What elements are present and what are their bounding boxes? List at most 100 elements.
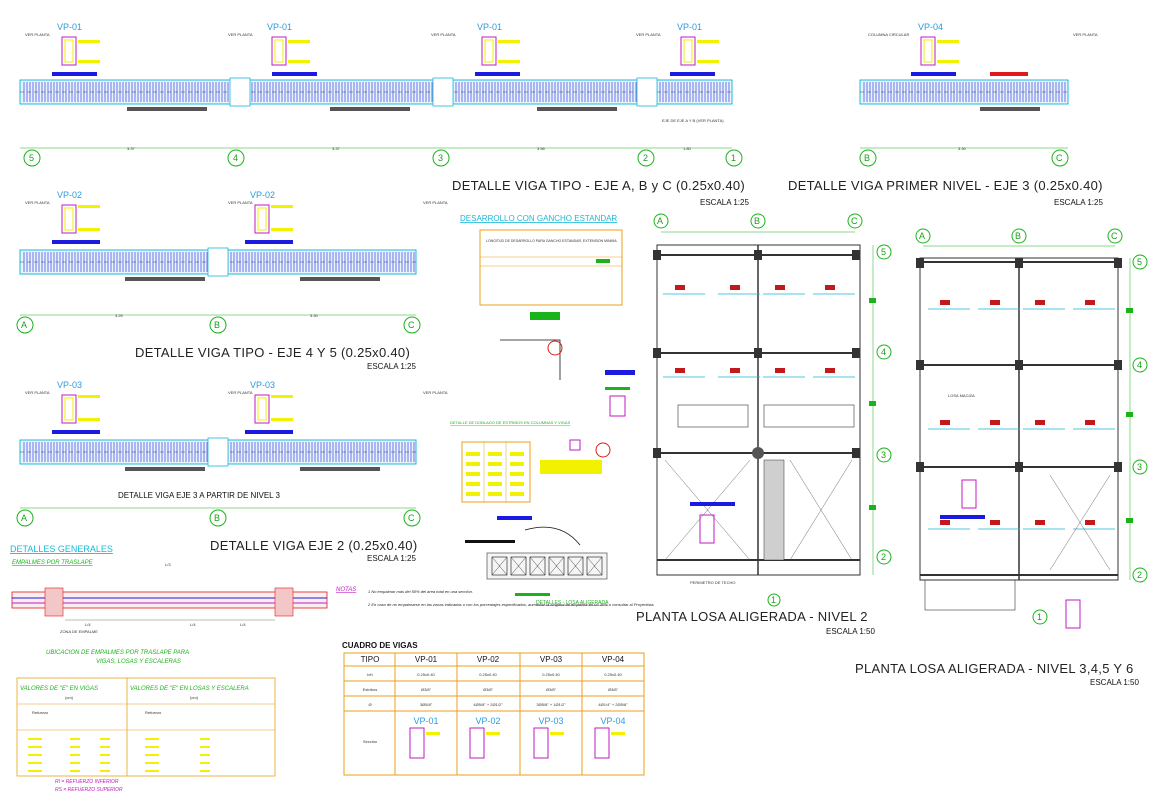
scale-2: ESCALA 1:25 [1054,198,1103,207]
grid-b-2: B [214,513,220,523]
dim-7: 3.30 [310,313,319,318]
valores-vigas: VALORES DE "E" EN VIGAS [20,686,98,692]
columna-circular: COLUMNA CIRCULAR [868,32,909,37]
grid-b-1: B [214,320,220,330]
scale-5: ESCALA 1:50 [826,627,875,636]
cuadro-cell: 0.25x0.40 [604,672,622,677]
pn2-5: 5 [881,247,886,257]
grid-a-1: A [21,320,27,330]
cuadro-cell: Sección [363,739,377,744]
cuadro-cell: VP-01 [413,716,438,726]
cuadro-header: VP-01 [415,655,438,664]
cuadro-cell: VP-04 [600,716,625,726]
e-values-rows [28,738,210,772]
l4-a: L/4 [85,622,91,627]
cuadro-cell: 3Ø5/8" [420,702,433,707]
ver-planta-11: VER PLANTA [423,390,448,395]
rs-legend: RS = REFUERZO SUPERIOR [55,787,123,793]
cuadro-cell: 4Ø5/8" + 2Ø1/2" [473,702,503,707]
doblado-title: DETALLE DE DOBLADO DE ESTRIBOS EN COLUMN… [450,420,571,425]
desarrollo-title: DESARROLLO CON GANCHO ESTANDAR [460,214,617,223]
refuerzo-1: Refuerzo [32,710,49,715]
detalles-generales-title: DETALLES GENERALES [10,544,113,554]
cuadro-header: VP-02 [477,655,500,664]
pn3-a: A [919,231,925,241]
ver-planta-4: VER PLANTA [636,32,661,37]
refuerzo-2: Refuerzo [145,710,162,715]
dim-2: 3.37 [332,146,341,151]
cuadro-cell: 0.25x0.40 [479,672,497,677]
ubicacion-2: VIGAS, LOSAS Y ESCALERAS [96,659,181,665]
nota-1: 1 No empalmar más del 50% del área total… [368,589,473,594]
cm-1: (cm) [65,695,74,700]
section-vp01-d [680,36,719,66]
grid-a-2: A [21,513,27,523]
vp03-label-a: VP-03 [57,380,82,390]
l4-b: L/4 [190,622,196,627]
grid-c-top: C [1056,153,1063,163]
losa-aligerada-caption: DETALLES - LOSA ALIGERADA [536,600,609,606]
title-eje-2: DETALLE VIGA EJE 2 (0.25x0.40) [210,538,417,553]
cuadro-header: VP-04 [602,655,625,664]
title-planta-2: PLANTA LOSA ALIGERADA - NIVEL 2 [636,609,868,624]
perimetro-techo: PERIMETRO DE TECHO [690,580,736,585]
cuadro-cell: 3Ø5/8" + 1Ø1/2" [536,702,566,707]
ver-planta-10: VER PLANTA [228,390,253,395]
notas-title: NOTAS [336,587,356,593]
cuadro-cell: VP-03 [538,716,563,726]
nota-2: 2 En caso de no empalmarse en las zonas … [367,602,655,607]
ver-planta-3: VER PLANTA [431,32,456,37]
ver-planta-7: VER PLANTA [228,200,253,205]
grid-2: 2 [643,153,648,163]
cuadro-cell: VP-02 [475,716,500,726]
cuadro-cell: Ø3/8" [546,687,557,692]
losa-maciza: LOSA MACIZA [948,393,975,398]
scale-4: ESCALA 1:25 [367,554,416,563]
vp03-label-b: VP-03 [250,380,275,390]
ver-planta-5: VER PLANTA [1073,32,1098,37]
vp01-label-b: VP-01 [267,22,292,32]
beam-elevation-primer-nivel: VP-04 COLUMNA CIRCULAR VER PLANTA B C 3.… [859,22,1098,167]
grid-1: 1 [731,153,736,163]
cuadro-cell: 0.25x0.40 [417,672,435,677]
scale-1: ESCALA 1:25 [700,198,749,207]
empalmes-title: EMPALMES POR TRASLAPE [12,560,94,566]
cuadro-cell: b/h [367,672,373,677]
section-vp01-b [271,36,310,66]
losa-aligerada-detail: DETALLES - LOSA ALIGERADA 1 [465,516,781,607]
pn2-3: 3 [881,450,886,460]
pn3-3: 3 [1137,462,1142,472]
valores-e-table: VALORES DE "E" EN VIGAS VALORES DE "E" E… [16,677,276,777]
pn2-4: 4 [881,347,886,357]
cm-2: (cm) [190,695,199,700]
pn3-1: 1 [1037,612,1042,622]
pn3-b: B [1015,231,1021,241]
title-primer-nivel: DETALLE VIGA PRIMER NIVEL - EJE 3 (0.25x… [788,178,1103,193]
cuadro-cell: Ø3/8" [483,687,494,692]
pn2-c: C [851,216,858,226]
ver-planta-9: VER PLANTA [25,390,50,395]
ver-planta-8: VER PLANTA [423,200,448,205]
planta-nivel-3-6: A B C LOSA MACIZA 5 4 3 2 1 [915,228,1148,629]
l3: L/3 [165,562,171,567]
cuadro-cell: Estribos [363,687,377,692]
grid-5: 5 [29,153,34,163]
grid-b-top: B [864,153,870,163]
longitud-text: LONGITUD DE DESARROLLO PARA GANCHO ESTAN… [486,239,617,243]
desarrollo-gancho: DESARROLLO CON GANCHO ESTANDAR LONGITUD … [460,214,635,417]
dim-5: 3.30 [958,146,967,151]
cuadro-cell: 4Ø1/4" + 2Ø5/8" [598,702,628,707]
cuadro-cell: Ø3/8" [608,687,619,692]
beam-elevation-eje-abc: VP-01 VP-01 VP-01 VP-01 VER PLANTA VER P… [19,22,743,167]
pn2-a: A [657,216,663,226]
cuadro-cell: Ø3/8" [421,687,432,692]
pn3-c: C [1111,231,1118,241]
pn3-5: 5 [1137,257,1142,267]
cuadro-header: VP-03 [540,655,563,664]
ver-planta-1: VER PLANTA [25,32,50,37]
vp04-label: VP-04 [918,22,943,32]
scale-3: ESCALA 1:25 [367,362,416,371]
pn3-4: 4 [1137,360,1142,370]
